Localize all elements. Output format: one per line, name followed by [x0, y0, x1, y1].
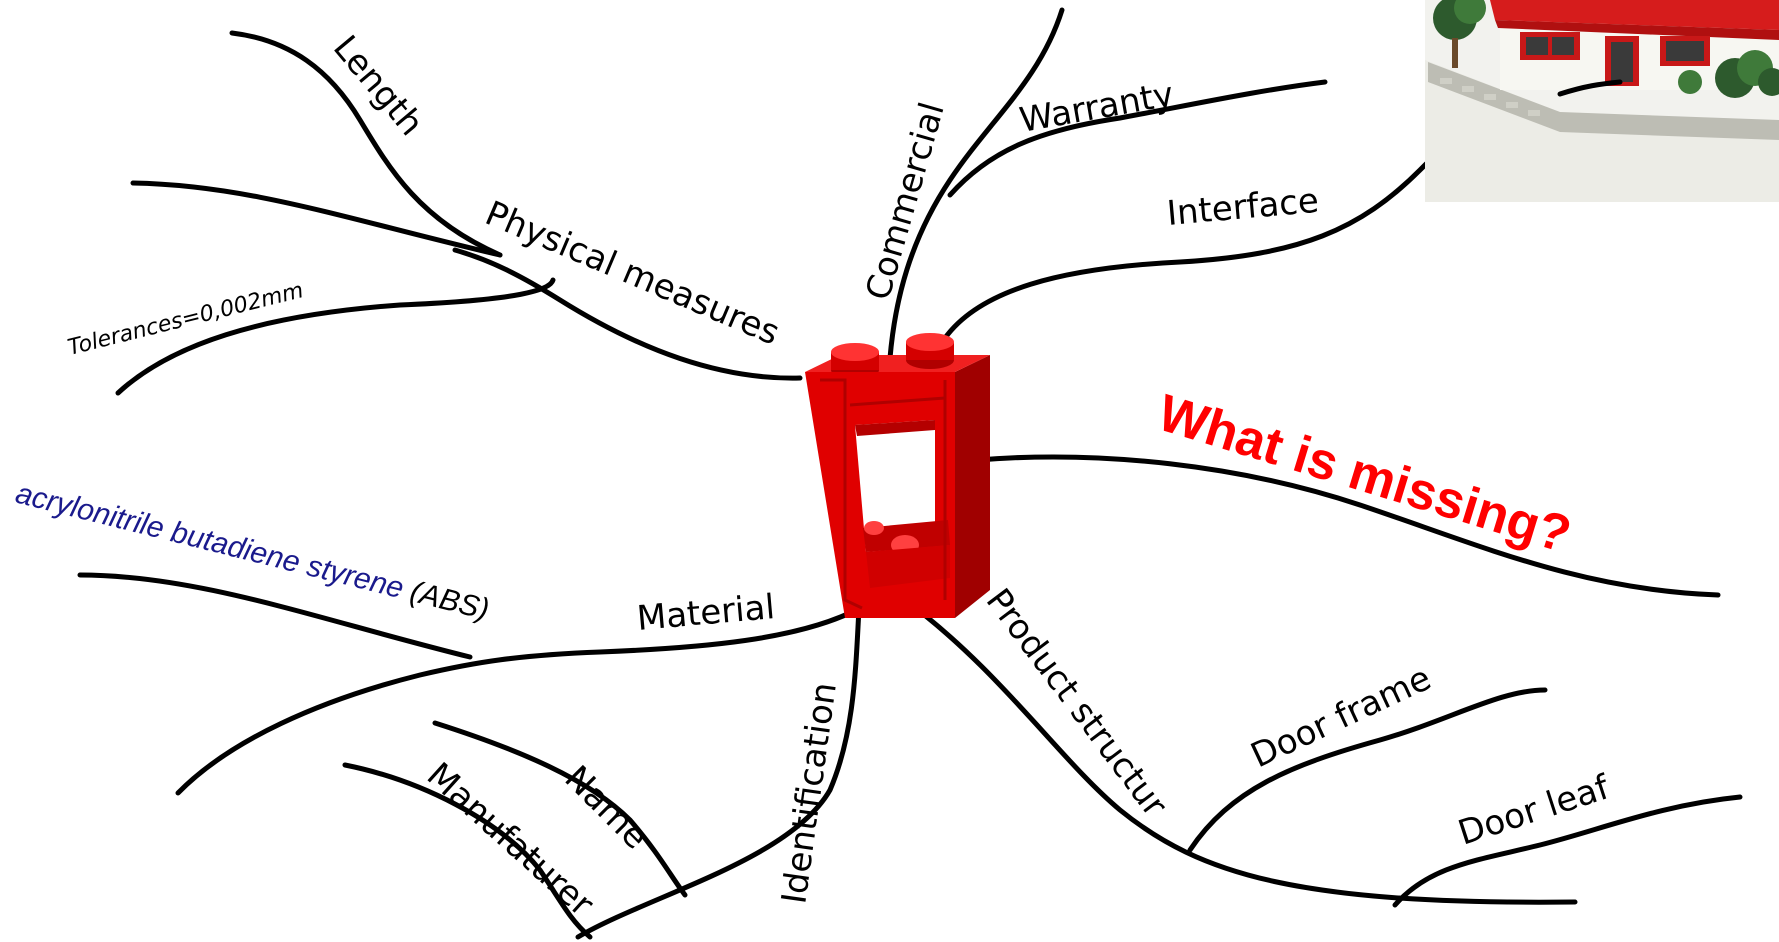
branch-labels: Physical measures Length Tolerances=0,00…	[12, 28, 1615, 925]
label-name: Name	[557, 758, 656, 857]
branch-horizontal-top	[133, 183, 500, 255]
label-length: Length	[325, 28, 431, 144]
label-interface: Interface	[1165, 181, 1320, 234]
label-material-name: acrylonitrile butadiene styrene(ABS)	[12, 477, 492, 627]
lego-house-photo	[1425, 0, 1779, 202]
label-door-frame: Door frame	[1245, 658, 1437, 776]
label-warranty: Warranty	[1017, 74, 1177, 140]
label-what-is-missing: What is missing?	[1151, 384, 1577, 564]
branch-tolerances	[118, 280, 553, 393]
label-physical-measures: Physical measures	[479, 193, 785, 353]
lego-door-frame-brick	[805, 333, 990, 618]
material-name-text: acrylonitrile butadiene styrene	[12, 477, 407, 605]
branch-product-structure	[905, 600, 1575, 902]
label-product-structure: Product structur	[978, 581, 1175, 824]
label-door-leaf: Door leaf	[1453, 767, 1614, 853]
label-identification: Identification	[774, 680, 845, 906]
material-abbr-text: (ABS)	[407, 575, 493, 626]
label-material: Material	[635, 587, 776, 639]
branch-material	[178, 608, 860, 793]
